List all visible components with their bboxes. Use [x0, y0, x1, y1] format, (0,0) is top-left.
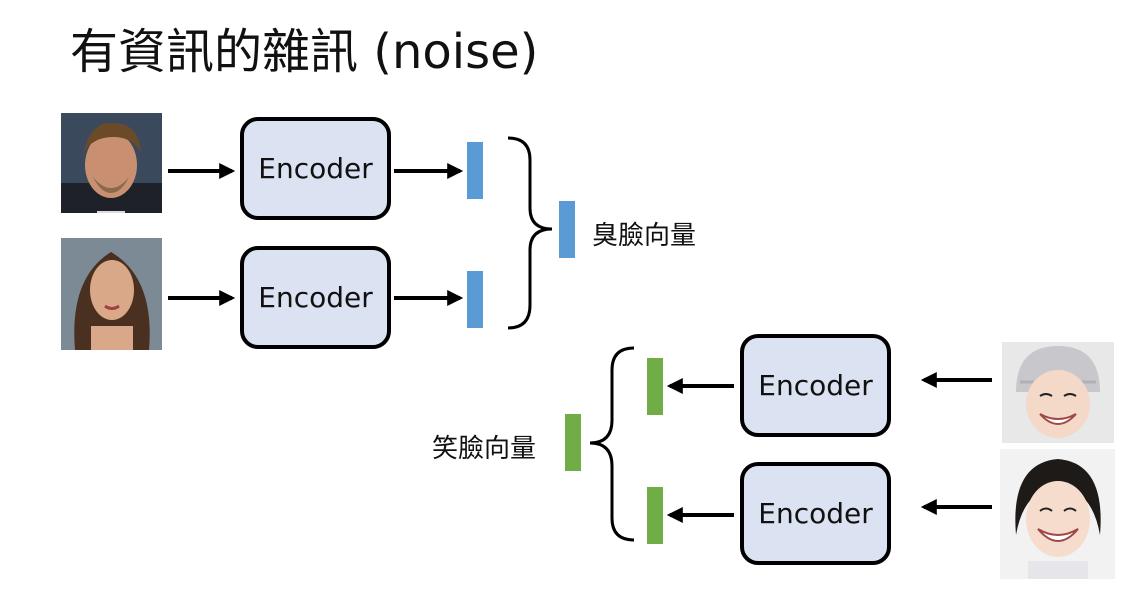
smile-vector-1 [647, 358, 663, 415]
smile-face-label: 笑臉向量 [432, 434, 537, 464]
brace-stinky [507, 136, 553, 330]
smiling-girl-bob-photo [1000, 449, 1115, 579]
man-portrait-photo [61, 113, 162, 213]
woman-portrait-photo [61, 238, 162, 350]
brace-smile [589, 346, 635, 542]
smiling-girl-beanie-photo [1002, 342, 1114, 443]
stinky-vector-2 [467, 271, 483, 328]
encoder-box-2: Encoder [240, 246, 391, 349]
smile-vector-avg [565, 414, 581, 471]
encoder-box-4: Encoder [740, 462, 891, 565]
stinky-face-label: 臭臉向量 [592, 221, 697, 251]
encoder-box-1: Encoder [240, 117, 391, 220]
page-title: 有資訊的雜訊 (noise) [70, 24, 539, 80]
encoder-box-3: Encoder [740, 334, 891, 437]
stinky-vector-1 [467, 142, 483, 199]
stinky-vector-avg [559, 201, 575, 258]
smile-vector-2 [647, 487, 663, 544]
